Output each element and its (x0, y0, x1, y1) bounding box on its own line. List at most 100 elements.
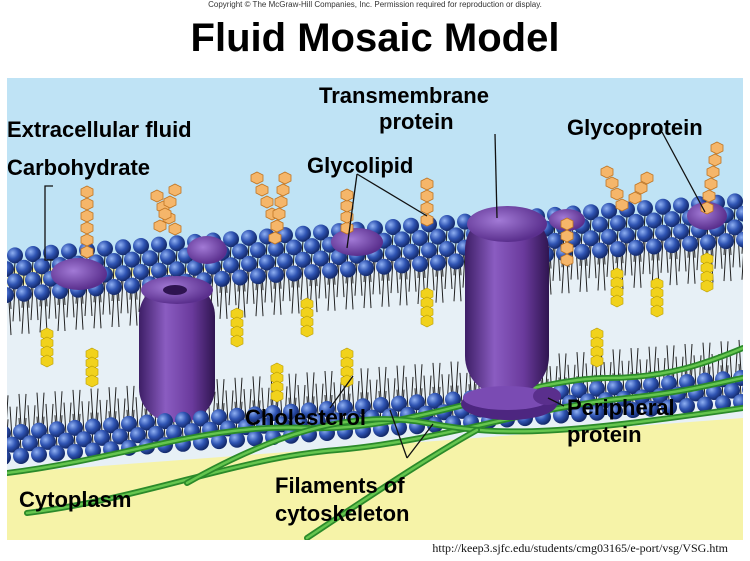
carbohydrate-unit (340, 210, 354, 224)
carbohydrate-unit (80, 197, 94, 211)
carbohydrate-unit (615, 198, 629, 212)
phospholipid-head (313, 250, 329, 267)
phospholipid-head (646, 238, 662, 255)
phospholipid-head (241, 229, 257, 246)
phospholipid-head (151, 262, 167, 279)
phospholipid-head (427, 392, 443, 409)
label-peripheral-protein-line2: protein (567, 422, 642, 447)
label-glycolipid: Glycolipid (307, 153, 414, 178)
label-peripheral-protein-line1: Peripheral (567, 395, 675, 420)
phospholipid-head (724, 382, 740, 399)
phospholipid-head (385, 219, 401, 236)
phospholipid-head (40, 433, 56, 450)
carbohydrate-unit (250, 171, 264, 185)
phospholipid-head (373, 396, 389, 413)
phospholipid-head (394, 257, 410, 274)
phospholipid-head (412, 256, 428, 273)
phospholipid-head (34, 284, 50, 301)
carbohydrate-unit (270, 219, 284, 233)
carbohydrate-unit (153, 219, 167, 233)
phospholipid-head (589, 380, 605, 397)
phospholipid-head (67, 419, 83, 436)
phospholipid-head (247, 430, 263, 447)
phospholipid-head (229, 431, 245, 448)
phospholipid-head (391, 395, 407, 412)
phospholipid-head (592, 242, 608, 259)
carbohydrate-unit (278, 171, 292, 185)
phospholipid-head (403, 217, 419, 234)
phospholipid-head (94, 429, 110, 446)
phospholipid-head (430, 254, 446, 271)
phospholipid-head (376, 258, 392, 275)
phospholipid-head (661, 399, 677, 416)
phospholipid-head (286, 239, 302, 256)
phospholipid-head (355, 398, 371, 415)
phospholipid-head (124, 277, 140, 294)
phospholipid-head (25, 246, 41, 263)
carbohydrate-unit (268, 231, 282, 245)
phospholipid-head (76, 431, 92, 448)
phospholipid-head (7, 287, 14, 304)
phospholipid-head (268, 240, 284, 257)
carbohydrate-unit (80, 233, 94, 247)
cholesterol-ring (420, 314, 434, 328)
phospholipid-head (727, 219, 743, 236)
phospholipid-head (133, 237, 149, 254)
phospholipid-head (7, 450, 11, 465)
phospholipid-head (607, 379, 623, 396)
phospholipid-head (106, 252, 122, 269)
carbohydrate-unit (560, 229, 574, 243)
phospholipid-head (661, 375, 677, 392)
phospholipid-head (142, 250, 158, 267)
phospholipid-head (169, 235, 185, 252)
phospholipid-head (286, 265, 302, 282)
phospholipid-head (124, 251, 140, 268)
phospholipid-head (25, 272, 41, 289)
phospholipid-head (232, 269, 248, 286)
phospholipid-head (625, 402, 641, 419)
phospholipid-head (31, 422, 47, 439)
carbohydrate-unit (634, 181, 648, 195)
carbohydrate-unit (80, 209, 94, 223)
phospholipid-head (430, 228, 446, 245)
carbohydrate-unit (80, 221, 94, 235)
phospholipid-head (643, 376, 659, 393)
phospholipid-head (412, 230, 428, 247)
source-url: http://keep3.sjfc.edu/students/cmg03165/… (432, 541, 728, 555)
phospholipid-head (742, 385, 743, 394)
carbohydrate-unit (420, 201, 434, 215)
phospholipid-head (682, 235, 698, 252)
cholesterol-ring (650, 304, 664, 318)
carbohydrate-unit (276, 183, 290, 197)
phospholipid-head (115, 265, 131, 282)
cholesterol-ring (40, 354, 54, 368)
phospholipid-head (736, 205, 743, 222)
phospholipid-head (448, 227, 464, 244)
carbohydrate-unit (340, 188, 354, 202)
phospholipid-head (277, 253, 293, 270)
phospholipid-head (628, 239, 644, 256)
phospholipid-head (304, 264, 320, 281)
phospholipid-head (139, 414, 155, 431)
phospholipid-head (175, 411, 191, 428)
carbohydrate-unit (420, 189, 434, 203)
carbohydrate-unit (628, 191, 642, 205)
phospholipid-head (322, 262, 338, 279)
carbohydrate-unit (600, 165, 614, 179)
phospholipid-head (409, 394, 425, 411)
phospholipid-head (43, 244, 59, 261)
carbohydrate-unit (80, 245, 94, 259)
cholesterol-molecules (40, 252, 714, 403)
phospholipid-head (718, 233, 734, 250)
label-filaments-line1: Filaments of (275, 473, 405, 498)
phospholipid-head (250, 242, 266, 259)
carbohydrate-unit (710, 141, 724, 155)
phospholipid-head (601, 228, 617, 245)
phospholipid-head (700, 234, 716, 251)
phospholipid-head (214, 270, 230, 287)
label-carbohydrate: Carbohydrate (7, 155, 151, 180)
carbohydrate-unit (560, 241, 574, 255)
page-title: Fluid Mosaic Model (190, 16, 560, 60)
phospholipid-head (130, 427, 146, 444)
phospholipid-head (7, 247, 23, 264)
